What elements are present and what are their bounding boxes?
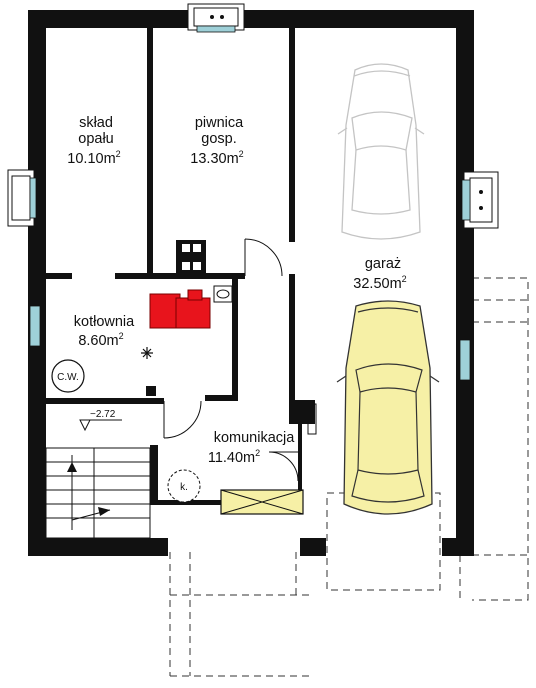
room-sklad-line1: skład bbox=[79, 115, 113, 131]
doors bbox=[163, 238, 299, 482]
level-value: −2.72 bbox=[90, 409, 116, 420]
ghost-car-icon bbox=[337, 63, 425, 240]
dashed-outlines bbox=[169, 277, 529, 677]
room-piwnica-line1: piwnica bbox=[195, 115, 244, 131]
exterior-walls bbox=[28, 10, 474, 556]
room-komunikacja-name: komunikacja bbox=[214, 430, 296, 446]
stairs bbox=[45, 447, 151, 539]
k-symbol: k. bbox=[167, 469, 201, 503]
chimney-icon bbox=[176, 240, 206, 276]
window-right-lower bbox=[459, 339, 471, 381]
room-piwnica-area: 13.30m2 bbox=[190, 149, 243, 167]
floor-drain-icon bbox=[141, 347, 153, 359]
dashed-parking-outline bbox=[326, 492, 441, 591]
room-garaz-name: garaż bbox=[365, 256, 401, 272]
sink-icon bbox=[213, 285, 233, 303]
car-icon bbox=[336, 300, 440, 515]
window-left-lower bbox=[29, 305, 41, 347]
window-left-upper bbox=[7, 169, 37, 227]
cw-symbol: C.W. bbox=[51, 359, 85, 393]
window-top bbox=[187, 3, 245, 33]
room-piwnica-line2: gosp. bbox=[201, 131, 236, 147]
level-triangle-icon bbox=[79, 419, 91, 432]
room-kotlownia-name: kotłownia bbox=[74, 314, 135, 330]
garage-fixtures bbox=[307, 403, 317, 435]
room-sklad-area: 10.10m2 bbox=[67, 149, 120, 167]
dashed-terrace-outline bbox=[472, 277, 529, 601]
storage-box bbox=[220, 489, 304, 515]
cw-label: C.W. bbox=[57, 372, 79, 383]
room-komunikacja-area: 11.40m2 bbox=[208, 448, 260, 466]
k-label: k. bbox=[180, 482, 188, 493]
room-kotlownia-area: 8.60m2 bbox=[78, 331, 123, 349]
room-garaz-area: 32.50m2 bbox=[353, 274, 406, 292]
stairs-arrow-right-icon bbox=[98, 507, 110, 516]
stairs-arrow-up-icon bbox=[67, 462, 77, 472]
windows bbox=[7, 3, 499, 381]
room-sklad-line2: opału bbox=[78, 131, 113, 147]
boiler-icon bbox=[149, 289, 211, 329]
window-right-upper bbox=[461, 171, 499, 229]
level-marker: −2.72 bbox=[79, 409, 122, 432]
